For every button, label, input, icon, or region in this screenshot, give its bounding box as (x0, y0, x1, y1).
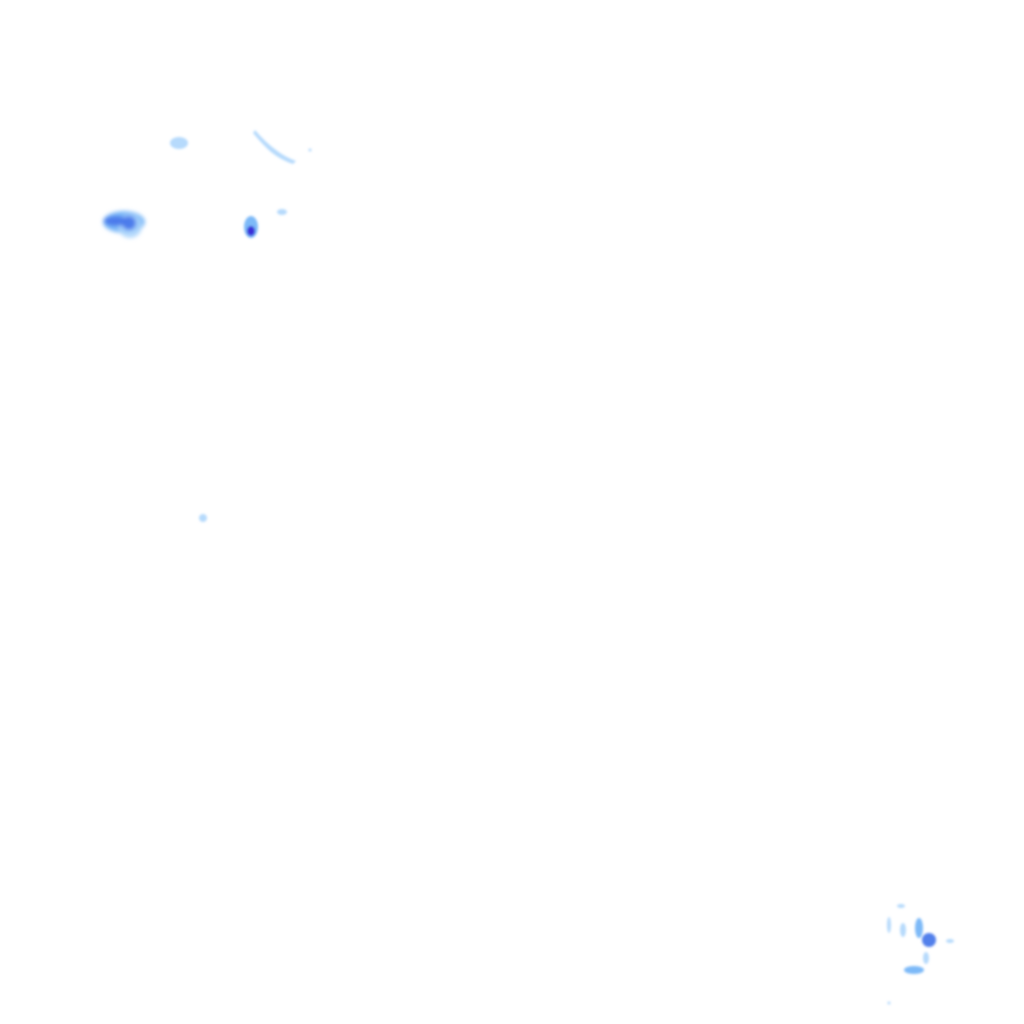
rain-cell (253, 130, 312, 164)
rain-cell (199, 514, 207, 522)
rain-cell (170, 137, 188, 149)
rain-cell (887, 904, 954, 1005)
rain-cell (103, 211, 145, 238)
rain-cell (244, 209, 287, 238)
